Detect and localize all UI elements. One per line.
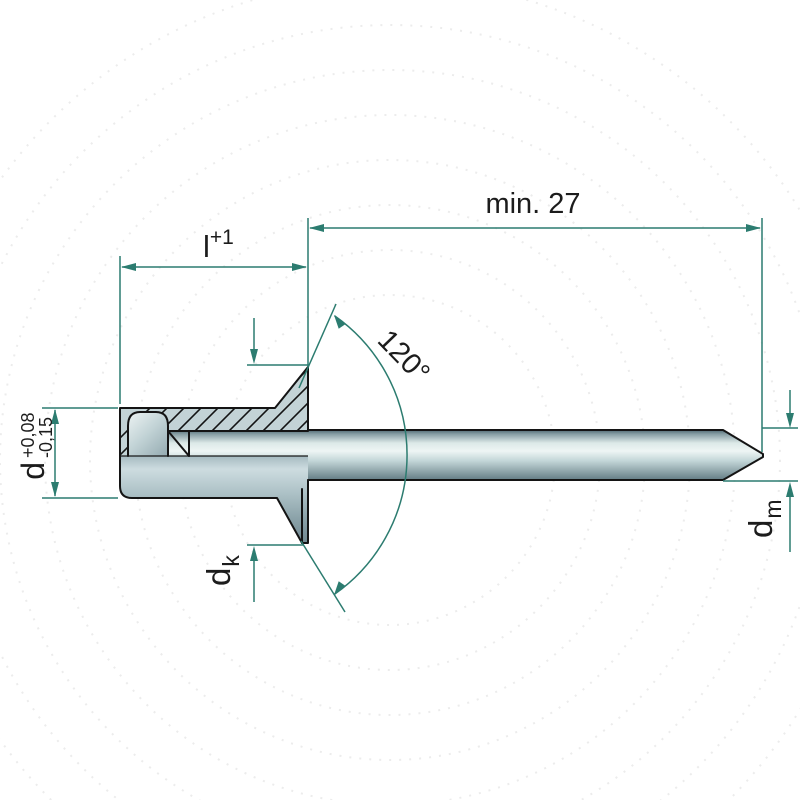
angle-leg-lower — [300, 540, 346, 613]
body-diameter-tol-lower: -0,15 — [36, 417, 56, 458]
head-diameter-label: dk — [200, 555, 244, 586]
angle-arc — [334, 315, 408, 595]
arrowhead-down — [51, 482, 59, 497]
arrowhead-left — [121, 263, 136, 271]
body-diameter-label-group: d +0,08 -0,15 — [15, 412, 56, 479]
mandrel-neck-taper — [167, 430, 190, 457]
head-diameter-sub: k — [218, 555, 244, 567]
watermark-circle — [0, 69, 781, 800]
head-diameter-base: d — [200, 568, 237, 586]
arrowhead-up — [250, 546, 258, 561]
mandrel-stem — [308, 430, 763, 480]
body-diameter-tol-upper: +0,08 — [18, 412, 38, 458]
arc-arrowhead-bottom — [334, 581, 346, 595]
arrowhead-down — [786, 413, 794, 428]
mandrel-outline — [307, 429, 764, 481]
rivet-length-label: l+1 — [203, 226, 234, 264]
mandrel-diameter-label-group: dm — [742, 499, 786, 538]
arrowhead-down — [250, 349, 258, 364]
head-diameter-label-group: dk — [200, 555, 244, 586]
mandrel-diameter-sub: m — [760, 499, 786, 518]
angle-label-group: 120° — [371, 324, 436, 389]
dimension-rivet-length: l+1 — [119, 226, 307, 404]
body-diameter-label: d — [15, 462, 51, 480]
min-length-label: min. 27 — [485, 188, 580, 220]
dimension-mandrel-min-length: min. 27 — [307, 188, 763, 452]
body-upper-outline — [119, 366, 309, 457]
mandrel-head-outline — [127, 411, 169, 457]
mandrel-diameter-label: dm — [742, 499, 786, 538]
dimension-head-diameter: dk — [200, 318, 308, 602]
length-tolerance-sup: +1 — [210, 226, 234, 249]
arrowhead-left — [309, 224, 324, 232]
mandrel-stem-inside-section — [168, 431, 308, 456]
angle-label: 120° — [371, 324, 436, 389]
body-lower-outline — [119, 455, 309, 544]
length-base: l — [203, 229, 210, 264]
arrowhead-up — [51, 409, 59, 424]
arrowhead-right — [292, 263, 307, 271]
mandrel-head-dome — [128, 412, 168, 456]
rivet-body-exterior-lower-half — [120, 456, 308, 543]
mandrel-diameter-base: d — [742, 520, 779, 538]
dimension-mandrel-diameter: dm — [723, 390, 798, 552]
angle-leg-upper — [298, 303, 337, 389]
arc-arrowhead-top — [334, 315, 346, 329]
arrowhead-up — [786, 482, 794, 497]
arrowhead-right — [746, 224, 761, 232]
dimension-body-diameter: d +0,08 -0,15 — [15, 407, 118, 499]
